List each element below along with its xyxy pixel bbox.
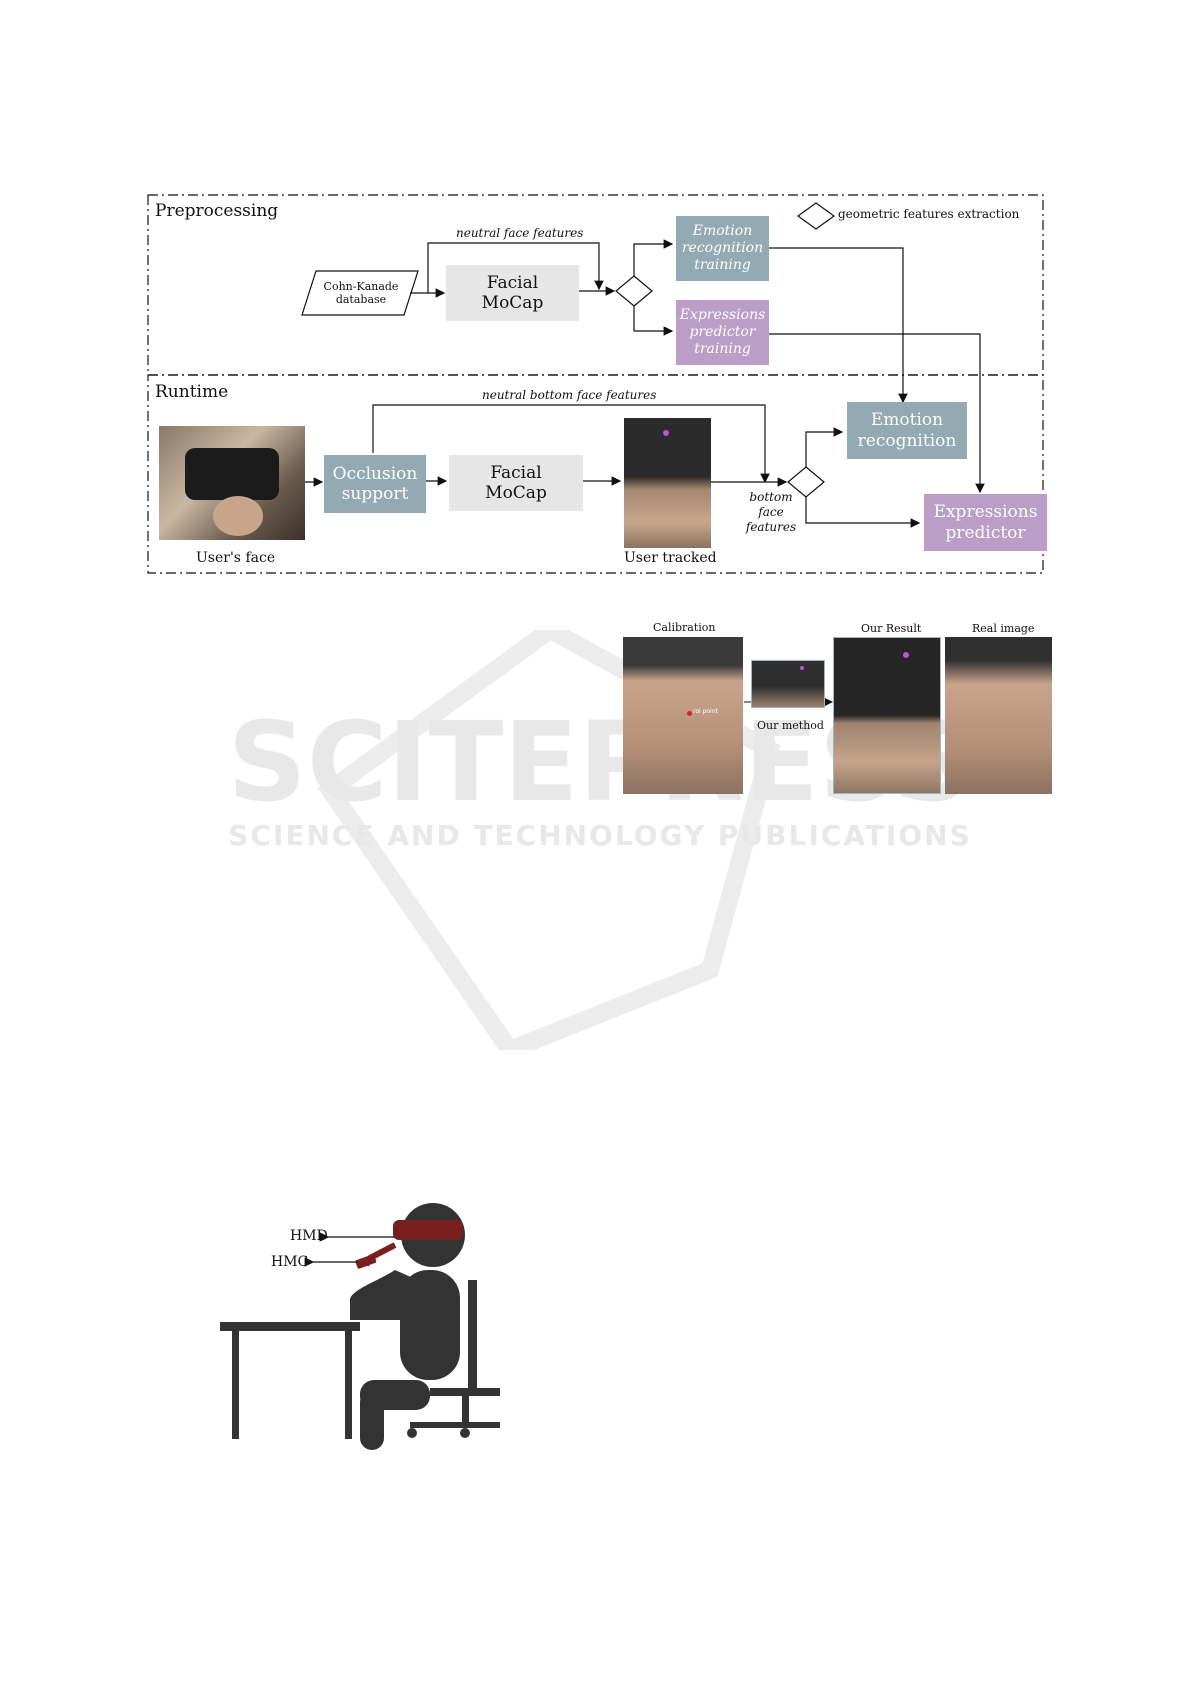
ck-database-shape <box>301 270 419 316</box>
facial-mocap-run-node: Facial MoCap <box>449 455 583 511</box>
edge-label-bottom-face: bottom face features <box>745 490 797 534</box>
our-method-thumbnail <box>751 660 825 708</box>
svg-text:SCIENCE AND TECHNOLOGY PUBLICA: SCIENCE AND TECHNOLOGY PUBLICATIONS <box>228 819 972 852</box>
comparison-figure: Calibration Our Result Real image roi po… <box>0 0 1191 800</box>
label-calibration: Calibration <box>653 621 716 634</box>
occlusion-support-node: Occlusion support <box>324 455 426 513</box>
label-our-method: Our method <box>757 719 824 732</box>
label-hmd: HMD <box>290 1228 328 1244</box>
setup-figure-svg <box>220 1203 500 1450</box>
our-result-photo <box>833 637 941 794</box>
label-our-result: Our Result <box>861 622 922 635</box>
section-preprocessing: Preprocessing <box>155 201 279 221</box>
runtime-frame <box>147 374 1044 574</box>
calibration-photo: roi point <box>623 637 743 794</box>
caption-users-face: User's face <box>196 550 276 566</box>
section-runtime: Runtime <box>155 382 229 402</box>
edge-label-neutral-face: neutral face features <box>456 226 584 240</box>
pipeline-diagram: Preprocessing Runtime geometric features… <box>0 0 1191 600</box>
user-tracked-photo <box>624 418 711 548</box>
label-real-image: Real image <box>972 622 1035 635</box>
real-image-photo <box>945 637 1052 794</box>
roi-point-label: roi point <box>693 708 718 715</box>
pipeline-connectors <box>147 194 1044 574</box>
users-face-photo <box>159 426 305 540</box>
legend-label: geometric features extraction <box>838 207 1020 221</box>
caption-user-tracked: User tracked <box>624 550 717 566</box>
expressions-training-node: Expressions predictor training <box>676 300 769 365</box>
emotion-recognition-node: Emotion recognition <box>847 402 967 459</box>
label-hmc: HMC <box>271 1254 309 1270</box>
ck-database-node: Cohn-Kanade database <box>323 279 399 306</box>
edge-label-neutral-bottom: neutral bottom face features <box>482 388 657 402</box>
facial-mocap-pre-node: Facial MoCap <box>446 265 579 321</box>
expressions-predictor-node: Expressions predictor <box>924 494 1047 551</box>
legend-diamond <box>796 202 836 230</box>
emotion-training-node: Emotion recognition training <box>676 216 769 281</box>
